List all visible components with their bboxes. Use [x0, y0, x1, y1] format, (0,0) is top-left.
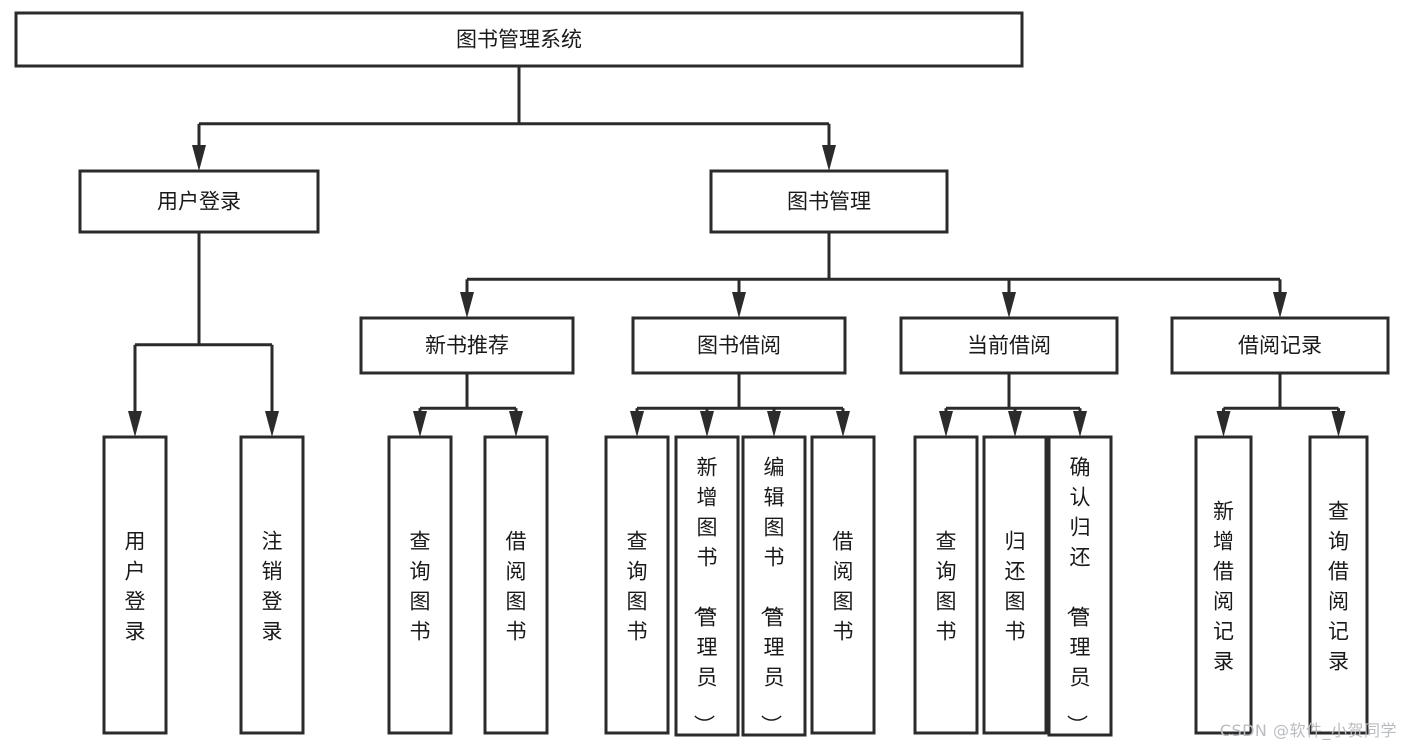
- arrow-head-icon: [1002, 292, 1016, 318]
- node-root[interactable]: 图书管理系统: [14, 11, 1024, 68]
- arrow-head-icon: [265, 411, 279, 437]
- node-leaf_0[interactable]: 用户登录: [102, 435, 168, 735]
- node-box[interactable]: [1170, 316, 1390, 375]
- node-leaf_9[interactable]: 归还图书: [982, 435, 1048, 735]
- node-label: 编辑图书（管理员）: [759, 455, 785, 735]
- arrow-head-icon: [192, 145, 206, 171]
- node-label: 新书推荐: [425, 334, 509, 358]
- edge-group-l3_3: [1216, 373, 1346, 437]
- arrow-head-icon: [413, 411, 427, 437]
- node-leaf_1[interactable]: 注销登录: [239, 435, 305, 735]
- arrow-head-icon: [939, 411, 953, 437]
- node-label: 借阅记录: [1238, 334, 1322, 358]
- node-l2_0[interactable]: 用户登录: [78, 169, 320, 234]
- node-box[interactable]: [483, 435, 549, 735]
- node-box[interactable]: [359, 316, 575, 375]
- node-box[interactable]: [709, 169, 949, 234]
- node-box[interactable]: [102, 435, 168, 735]
- arrow-head-icon: [1073, 411, 1087, 437]
- arrow-head-icon: [1273, 292, 1287, 318]
- node-box[interactable]: [913, 435, 979, 735]
- arrow-head-icon: [822, 145, 836, 171]
- node-l3_0[interactable]: 新书推荐: [359, 316, 575, 375]
- node-box[interactable]: [604, 435, 670, 735]
- node-label: 查询图书: [410, 529, 431, 643]
- node-label: 当前借阅: [967, 334, 1051, 358]
- node-label: 借阅图书: [506, 529, 527, 643]
- node-box[interactable]: [78, 169, 320, 234]
- edge-group-l2_0: [128, 232, 279, 437]
- node-label: 借阅图书: [833, 529, 854, 643]
- node-label: 用户登录: [125, 529, 146, 643]
- node-box[interactable]: [674, 435, 740, 737]
- node-box[interactable]: [1194, 435, 1253, 735]
- node-label: 图书管理系统: [456, 28, 582, 52]
- node-box[interactable]: [14, 11, 1024, 68]
- edge-group-root: [192, 66, 836, 171]
- node-box[interactable]: [1308, 435, 1369, 735]
- node-box[interactable]: [1047, 435, 1113, 737]
- node-box[interactable]: [982, 435, 1048, 735]
- node-leaf_11[interactable]: 新增借阅记录: [1194, 435, 1253, 735]
- node-leaf_10[interactable]: 确认归还（管理员）: [1047, 435, 1113, 737]
- node-l2_1[interactable]: 图书管理: [709, 169, 949, 234]
- node-box[interactable]: [899, 316, 1119, 375]
- node-label: 确认归还（管理员）: [1065, 455, 1091, 735]
- node-label: 查询图书: [627, 529, 648, 643]
- node-box[interactable]: [387, 435, 453, 735]
- node-leaf_12[interactable]: 查询借阅记录: [1308, 435, 1369, 735]
- arrow-head-icon: [732, 292, 746, 318]
- node-l3_2[interactable]: 当前借阅: [899, 316, 1119, 375]
- arrow-head-icon: [509, 411, 523, 437]
- node-box[interactable]: [810, 435, 876, 735]
- node-label: 图书管理: [787, 190, 871, 214]
- arrow-head-icon: [1216, 411, 1231, 437]
- edge-group-l2_1: [460, 232, 1287, 318]
- arrow-head-icon: [1008, 411, 1022, 437]
- node-leaf_2[interactable]: 查询图书: [387, 435, 453, 735]
- edges-layer: [128, 66, 1346, 437]
- arrow-head-icon: [128, 411, 142, 437]
- node-label: 归还图书: [1005, 529, 1026, 643]
- nodes-layer: 图书管理系统用户登录图书管理新书推荐图书借阅当前借阅借阅记录用户登录注销登录查询…: [14, 11, 1390, 737]
- arrow-head-icon: [700, 411, 714, 437]
- arrow-head-icon: [460, 292, 474, 318]
- node-label: 用户登录: [157, 190, 241, 214]
- node-label: 查询图书: [936, 529, 957, 643]
- node-label: 新增借阅记录: [1213, 499, 1234, 673]
- node-label: 新增图书（管理员）: [692, 455, 718, 735]
- arrow-head-icon: [630, 411, 644, 437]
- node-leaf_6[interactable]: 编辑图书（管理员）: [741, 435, 807, 737]
- node-label: 注销登录: [262, 529, 283, 643]
- node-box[interactable]: [741, 435, 807, 737]
- node-label: 图书借阅: [697, 334, 781, 358]
- node-leaf_5[interactable]: 新增图书（管理员）: [674, 435, 740, 737]
- node-leaf_4[interactable]: 查询图书: [604, 435, 670, 735]
- node-leaf_3[interactable]: 借阅图书: [483, 435, 549, 735]
- node-leaf_7[interactable]: 借阅图书: [810, 435, 876, 735]
- arrow-head-icon: [836, 411, 850, 437]
- edge-group-l3_0: [413, 373, 523, 437]
- edge-group-l3_1: [630, 373, 850, 437]
- arrow-head-icon: [767, 411, 781, 437]
- node-box[interactable]: [239, 435, 305, 735]
- node-l3_1[interactable]: 图书借阅: [631, 316, 847, 375]
- node-box[interactable]: [631, 316, 847, 375]
- node-l3_3[interactable]: 借阅记录: [1170, 316, 1390, 375]
- arrow-head-icon: [1331, 411, 1346, 437]
- node-label: 查询借阅记录: [1328, 499, 1349, 673]
- edge-group-l3_2: [939, 373, 1087, 437]
- node-leaf_8[interactable]: 查询图书: [913, 435, 979, 735]
